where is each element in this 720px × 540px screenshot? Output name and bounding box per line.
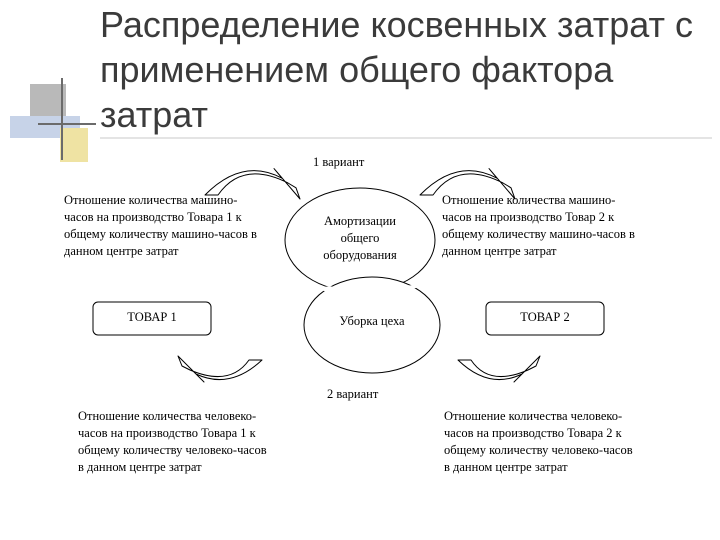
text-line: часов на производство Товар 2 к [442,210,615,224]
text-line: общему количеству машино-часов в [442,227,635,241]
text-line: общему количеству человеко-часов [78,443,267,457]
cost-center-bottom-label: Уборка цеха [339,314,405,328]
cost-center-top-label: Амортизации общего оборудования [300,213,420,264]
bottom-right-ratio-text: Отношение количества человеко- часов на … [444,408,633,476]
slide-title: Распределение косвенных затрат с примене… [100,4,693,135]
product-1-box [92,301,212,336]
text-line: часов на производство Товара 2 к [444,426,622,440]
text-line: общего [340,231,380,245]
arrow-bottom-right-icon [457,355,541,383]
top-left-ratio-text: Отношение количества машино- часов на пр… [64,192,257,260]
product-2-label: ТОВАР 2 [520,310,570,324]
text-line: Отношение количества машино- [442,193,616,207]
text-line: в данном центре затрат [78,460,202,474]
text-line: Отношение количества машино- [64,193,238,207]
top-right-ratio-text: Отношение количества машино- часов на пр… [442,192,635,260]
product-1-label: ТОВАР 1 [127,310,177,324]
text-line: общему количеству машино-часов в [64,227,257,241]
text-line: оборудования [323,248,397,262]
text-line: часов на производство Товара 1 к [64,210,242,224]
text-line: данном центре затрат [64,244,179,258]
arrow-bottom-left-icon [177,355,263,383]
arrow-top-left-icon [204,168,301,200]
text-line: Амортизации [324,214,396,228]
variant-1-label: 1 вариант [313,155,365,169]
deco-yellow-block [60,128,88,162]
product-2-box [485,301,605,336]
text-line: в данном центре затрат [444,460,568,474]
arrow-top-right-icon [419,168,516,200]
text-line: часов на производство Товара 1 к [78,426,256,440]
cost-center-junction [300,285,432,294]
cost-center-bottom-ellipse [303,276,441,374]
text-line: данном центре затрат [442,244,557,258]
bottom-left-ratio-text: Отношение количества человеко- часов на … [78,408,267,476]
text-line: Отношение количества человеко- [444,409,623,423]
variant-2-label: 2 вариант [327,387,379,401]
text-line: общему количеству человеко-часов [444,443,633,457]
text-line: Отношение количества человеко- [78,409,257,423]
